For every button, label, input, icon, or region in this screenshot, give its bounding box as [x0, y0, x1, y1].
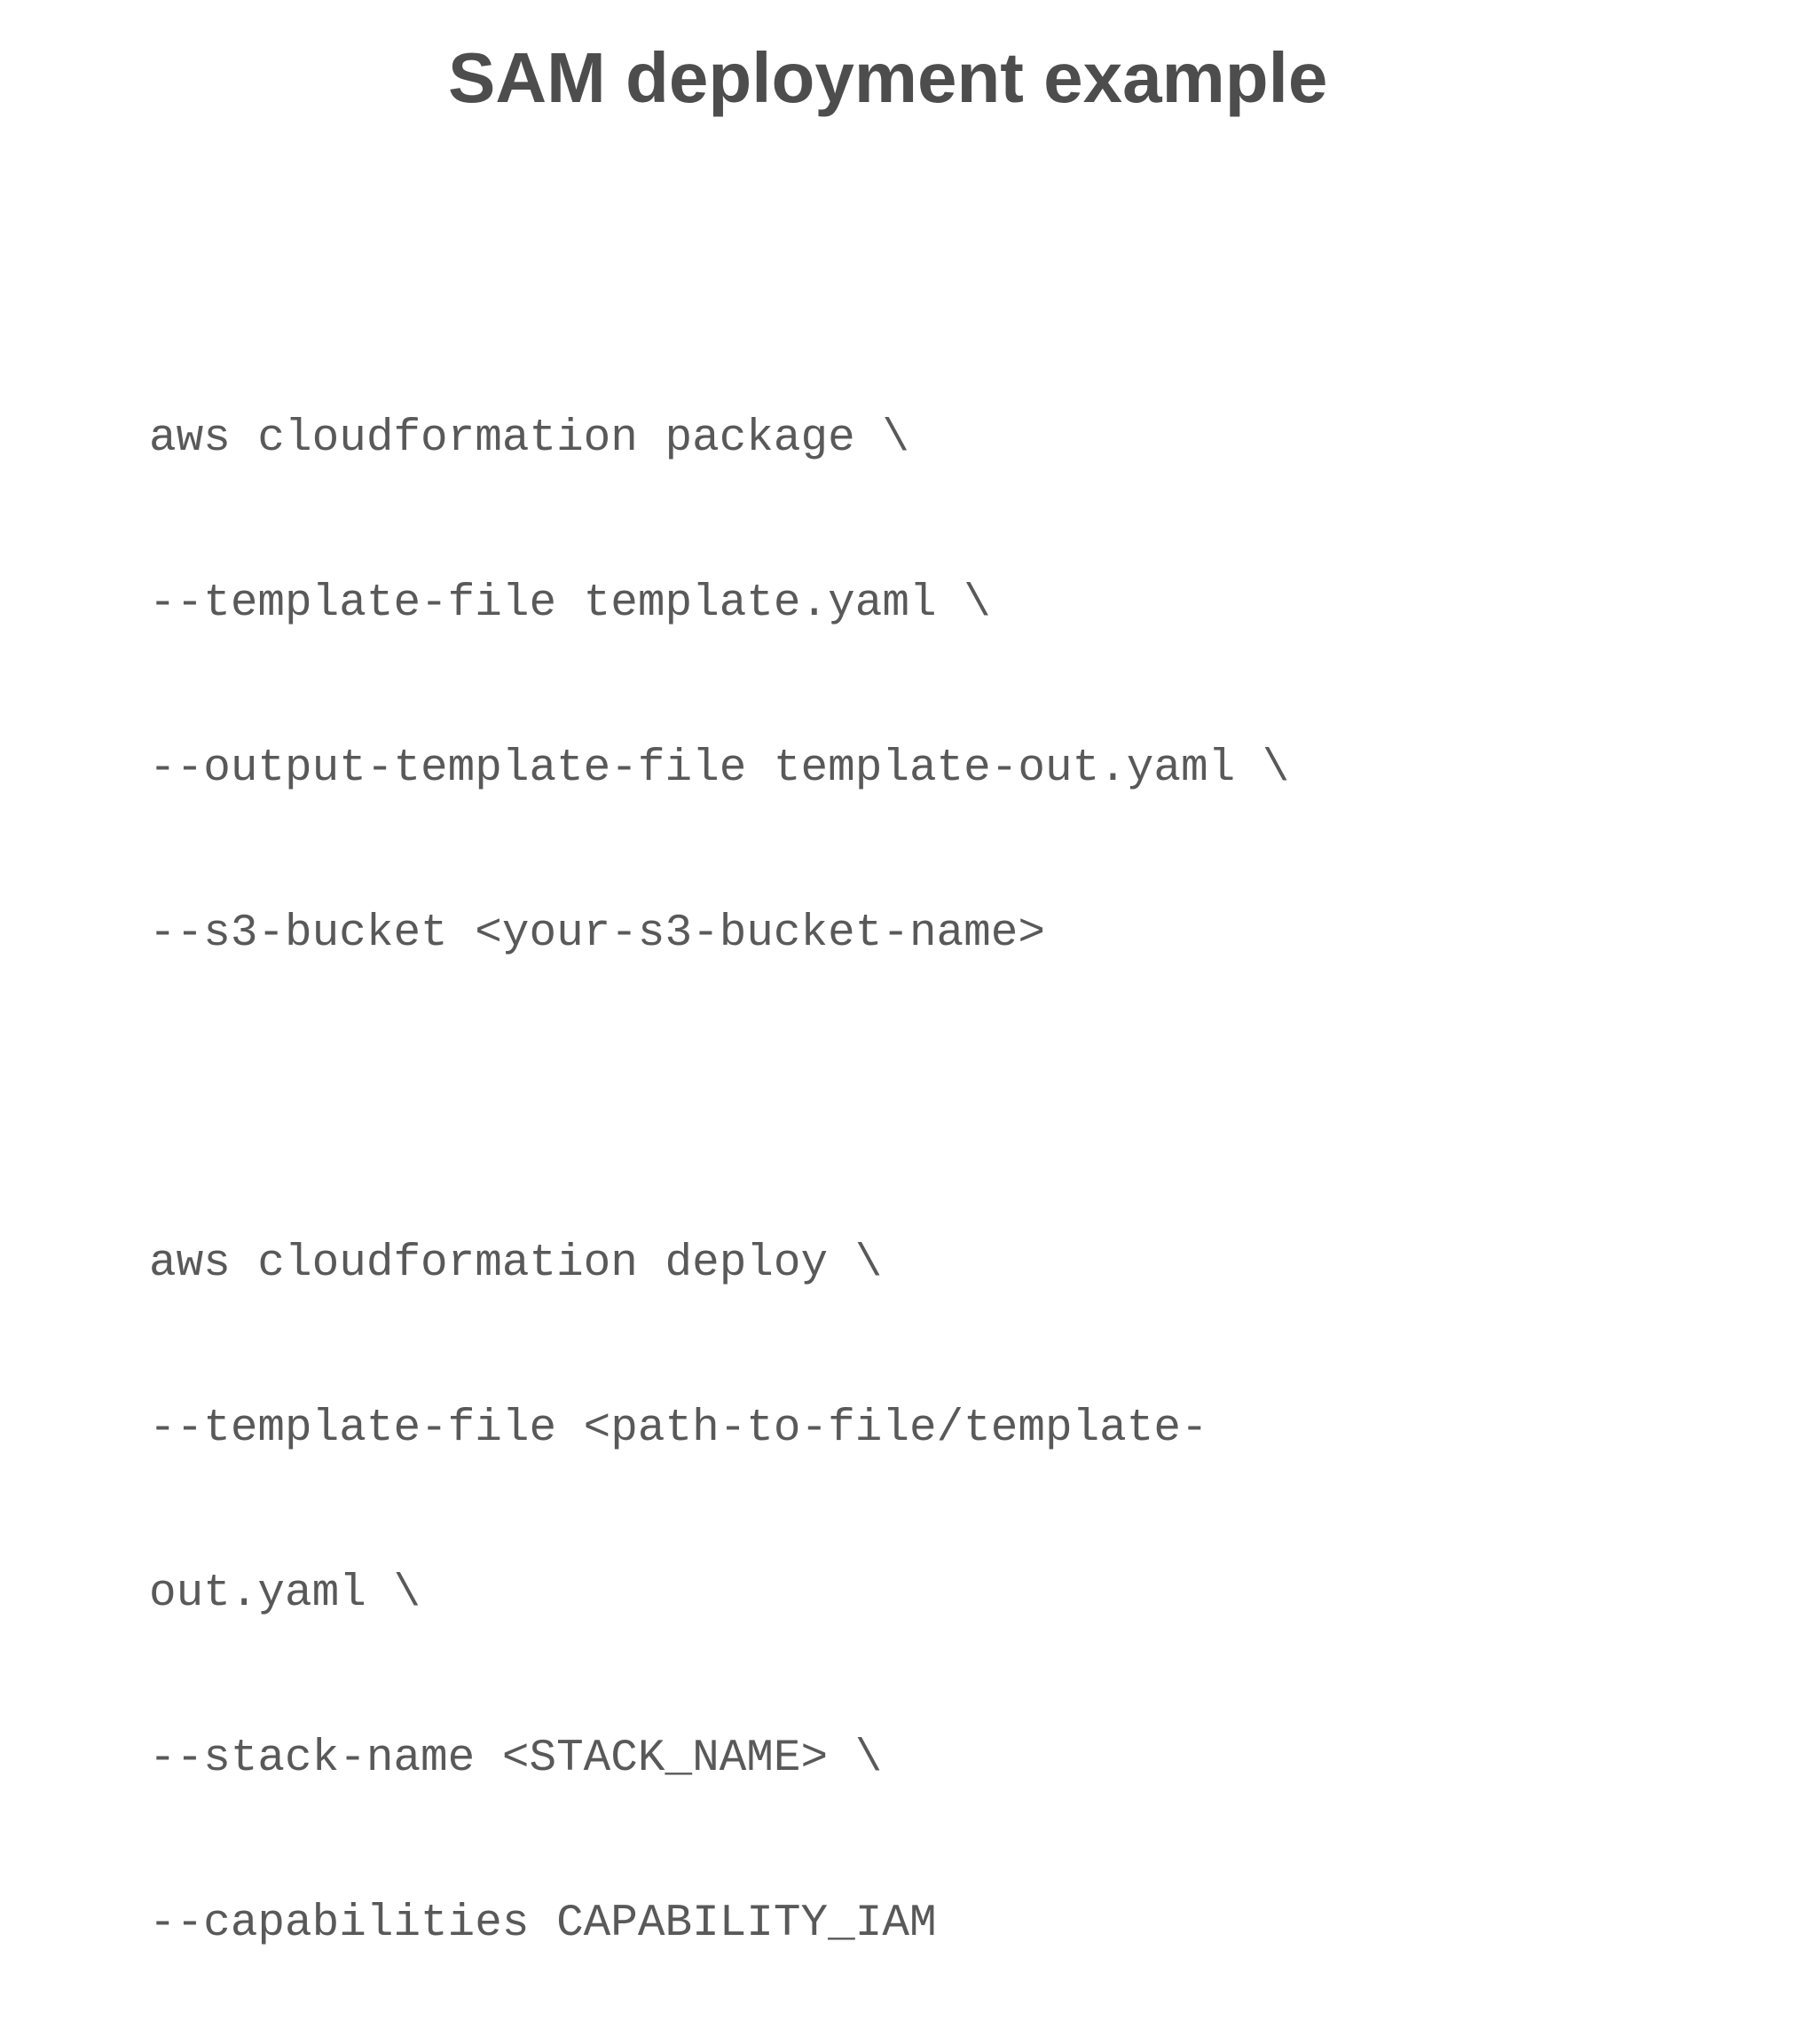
slide: SAM deployment example aws cloudformatio… — [149, 38, 1328, 1949]
code-line: --template-file template.yaml \ — [149, 578, 991, 629]
code-line: --template-file <path-to-file/template- — [149, 1403, 1208, 1454]
code-line: --stack-name <STACK_NAME> \ — [149, 1733, 883, 1784]
code-line: aws cloudformation deploy \ — [149, 1238, 883, 1289]
code-line: aws cloudformation package \ — [149, 413, 909, 464]
slide-title: SAM deployment example — [448, 38, 1328, 117]
code-line: --s3-bucket <your-s3-bucket-name> — [149, 908, 1045, 959]
code-line: --output-template-file template-out.yaml… — [149, 743, 1290, 794]
code-line: --capabilities CAPABILITY_IAM — [149, 1899, 937, 1949]
code-blank-line — [149, 1072, 1289, 1127]
code-line: out.yaml \ — [149, 1568, 421, 1619]
code-block: aws cloudformation package \ --template-… — [149, 302, 1289, 2044]
